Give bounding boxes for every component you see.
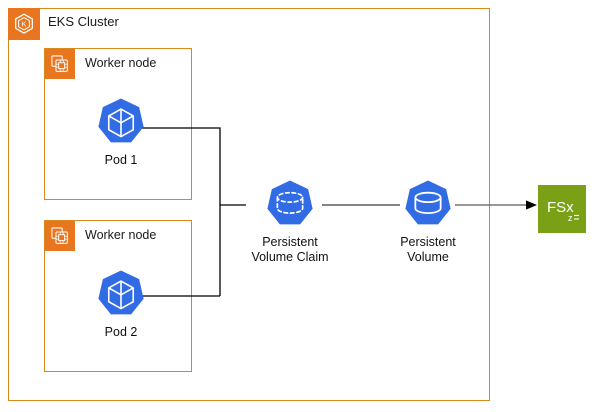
- worker-node-2-box: Worker node: [44, 220, 192, 372]
- worker-node-2-icon: [45, 221, 75, 251]
- pod-1-node[interactable]: Pod 1: [82, 96, 160, 168]
- kubernetes-pv-cylinder-icon: [405, 180, 451, 225]
- pod-1-label: Pod 1: [104, 153, 138, 167]
- fsx-label: FSx: [547, 199, 574, 216]
- pv-label-line-2: Volume: [407, 250, 449, 264]
- kubernetes-pod-cube-icon: [98, 98, 144, 143]
- svg-text:K: K: [22, 20, 27, 29]
- kubernetes-pvc-dashed-cylinder-icon: [267, 180, 313, 225]
- fsx-service-icon[interactable]: FSx z: [538, 185, 586, 233]
- pod-2-node[interactable]: Pod 2: [82, 268, 160, 340]
- pvc-label-line-2: Volume Claim: [251, 250, 329, 264]
- worker-node-1-box: Worker node: [44, 48, 192, 200]
- worker-node-1-label: Worker node: [85, 56, 157, 70]
- kubernetes-pod-cube-icon: [98, 270, 144, 315]
- eks-cluster-icon: K: [8, 8, 40, 40]
- pv-label-line-1: Persistent: [400, 235, 456, 249]
- pod-2-label: Pod 2: [104, 325, 138, 339]
- worker-node-1-icon: [45, 49, 75, 79]
- fsx-sublabel: z: [568, 213, 573, 223]
- pvc-label-line-1: Persistent: [262, 235, 318, 249]
- eks-cluster-label: EKS Cluster: [48, 14, 119, 29]
- worker-node-2-label: Worker node: [85, 228, 157, 242]
